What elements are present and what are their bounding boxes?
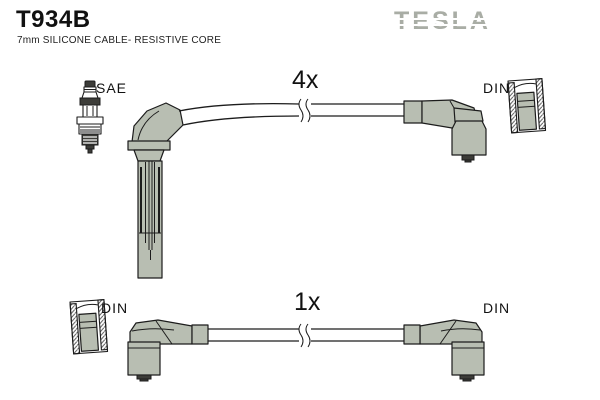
part-number: T934B bbox=[16, 6, 91, 33]
din-label-top: DIN bbox=[483, 80, 510, 96]
din-label-bottom-left: DIN bbox=[101, 300, 128, 316]
din-elbow-boot-bottom-left bbox=[127, 319, 209, 382]
din-elbow-boot-top bbox=[403, 99, 487, 163]
top-cable bbox=[178, 98, 405, 126]
bottom-cable bbox=[208, 323, 404, 348]
product-subtitle: 7mm SILICONE CABLE- RESISTIVE CORE bbox=[17, 35, 222, 46]
sae-label: SAE bbox=[96, 80, 127, 96]
cable-break-icon bbox=[298, 98, 311, 123]
tesla-logo: TESLA bbox=[394, 8, 498, 35]
cable-break-icon bbox=[298, 323, 311, 348]
din-label-bottom-right: DIN bbox=[483, 300, 510, 316]
sae-spark-plug-boot bbox=[127, 102, 184, 279]
din-terminal-section-icon bbox=[507, 78, 547, 134]
spark-plug-icon bbox=[76, 80, 104, 154]
logo-stripe bbox=[394, 24, 498, 26]
din-elbow-boot-bottom-right bbox=[403, 319, 485, 382]
logo-stripe bbox=[394, 18, 498, 20]
tesla-logo-text: TESLA bbox=[394, 7, 491, 35]
top-quantity-label: 4x bbox=[292, 66, 319, 94]
bottom-quantity-label: 1x bbox=[294, 288, 321, 316]
